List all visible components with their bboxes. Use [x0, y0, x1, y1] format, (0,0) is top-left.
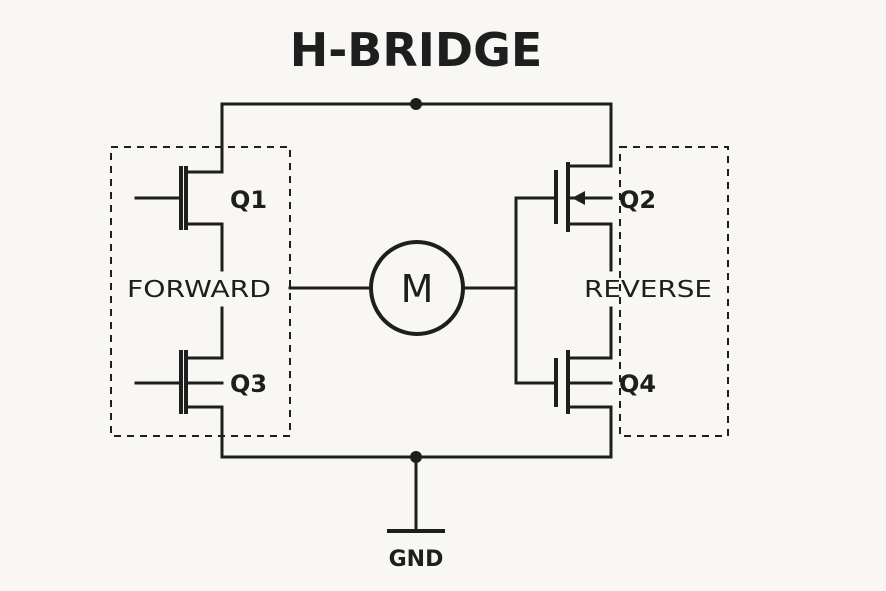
ground-label: GND	[389, 547, 444, 572]
ground-rail	[220, 405, 613, 463]
q3-label: Q3	[230, 370, 267, 398]
q4-label: Q4	[619, 370, 656, 398]
transistor-q3	[134, 306, 224, 414]
ground-symbol	[387, 455, 445, 533]
gate-drive-wiring	[514, 196, 558, 385]
reverse-label: REVERSE	[584, 277, 712, 303]
motor-label: M	[401, 267, 434, 311]
q2-arrow-icon	[572, 191, 585, 205]
motor: M	[369, 240, 465, 336]
reverse-group-box	[619, 146, 729, 437]
q2-label: Q2	[619, 186, 656, 214]
transistor-q1	[134, 146, 224, 272]
diagram-title: H-BRIDGE	[290, 23, 543, 77]
transistor-q4	[554, 306, 613, 414]
supply-junction-dot	[410, 98, 422, 110]
forward-label: FORWARD	[127, 277, 271, 303]
transistor-q2	[554, 162, 613, 272]
supply-rail	[220, 98, 613, 168]
q1-label: Q1	[230, 186, 267, 214]
motor-circle	[369, 240, 465, 336]
